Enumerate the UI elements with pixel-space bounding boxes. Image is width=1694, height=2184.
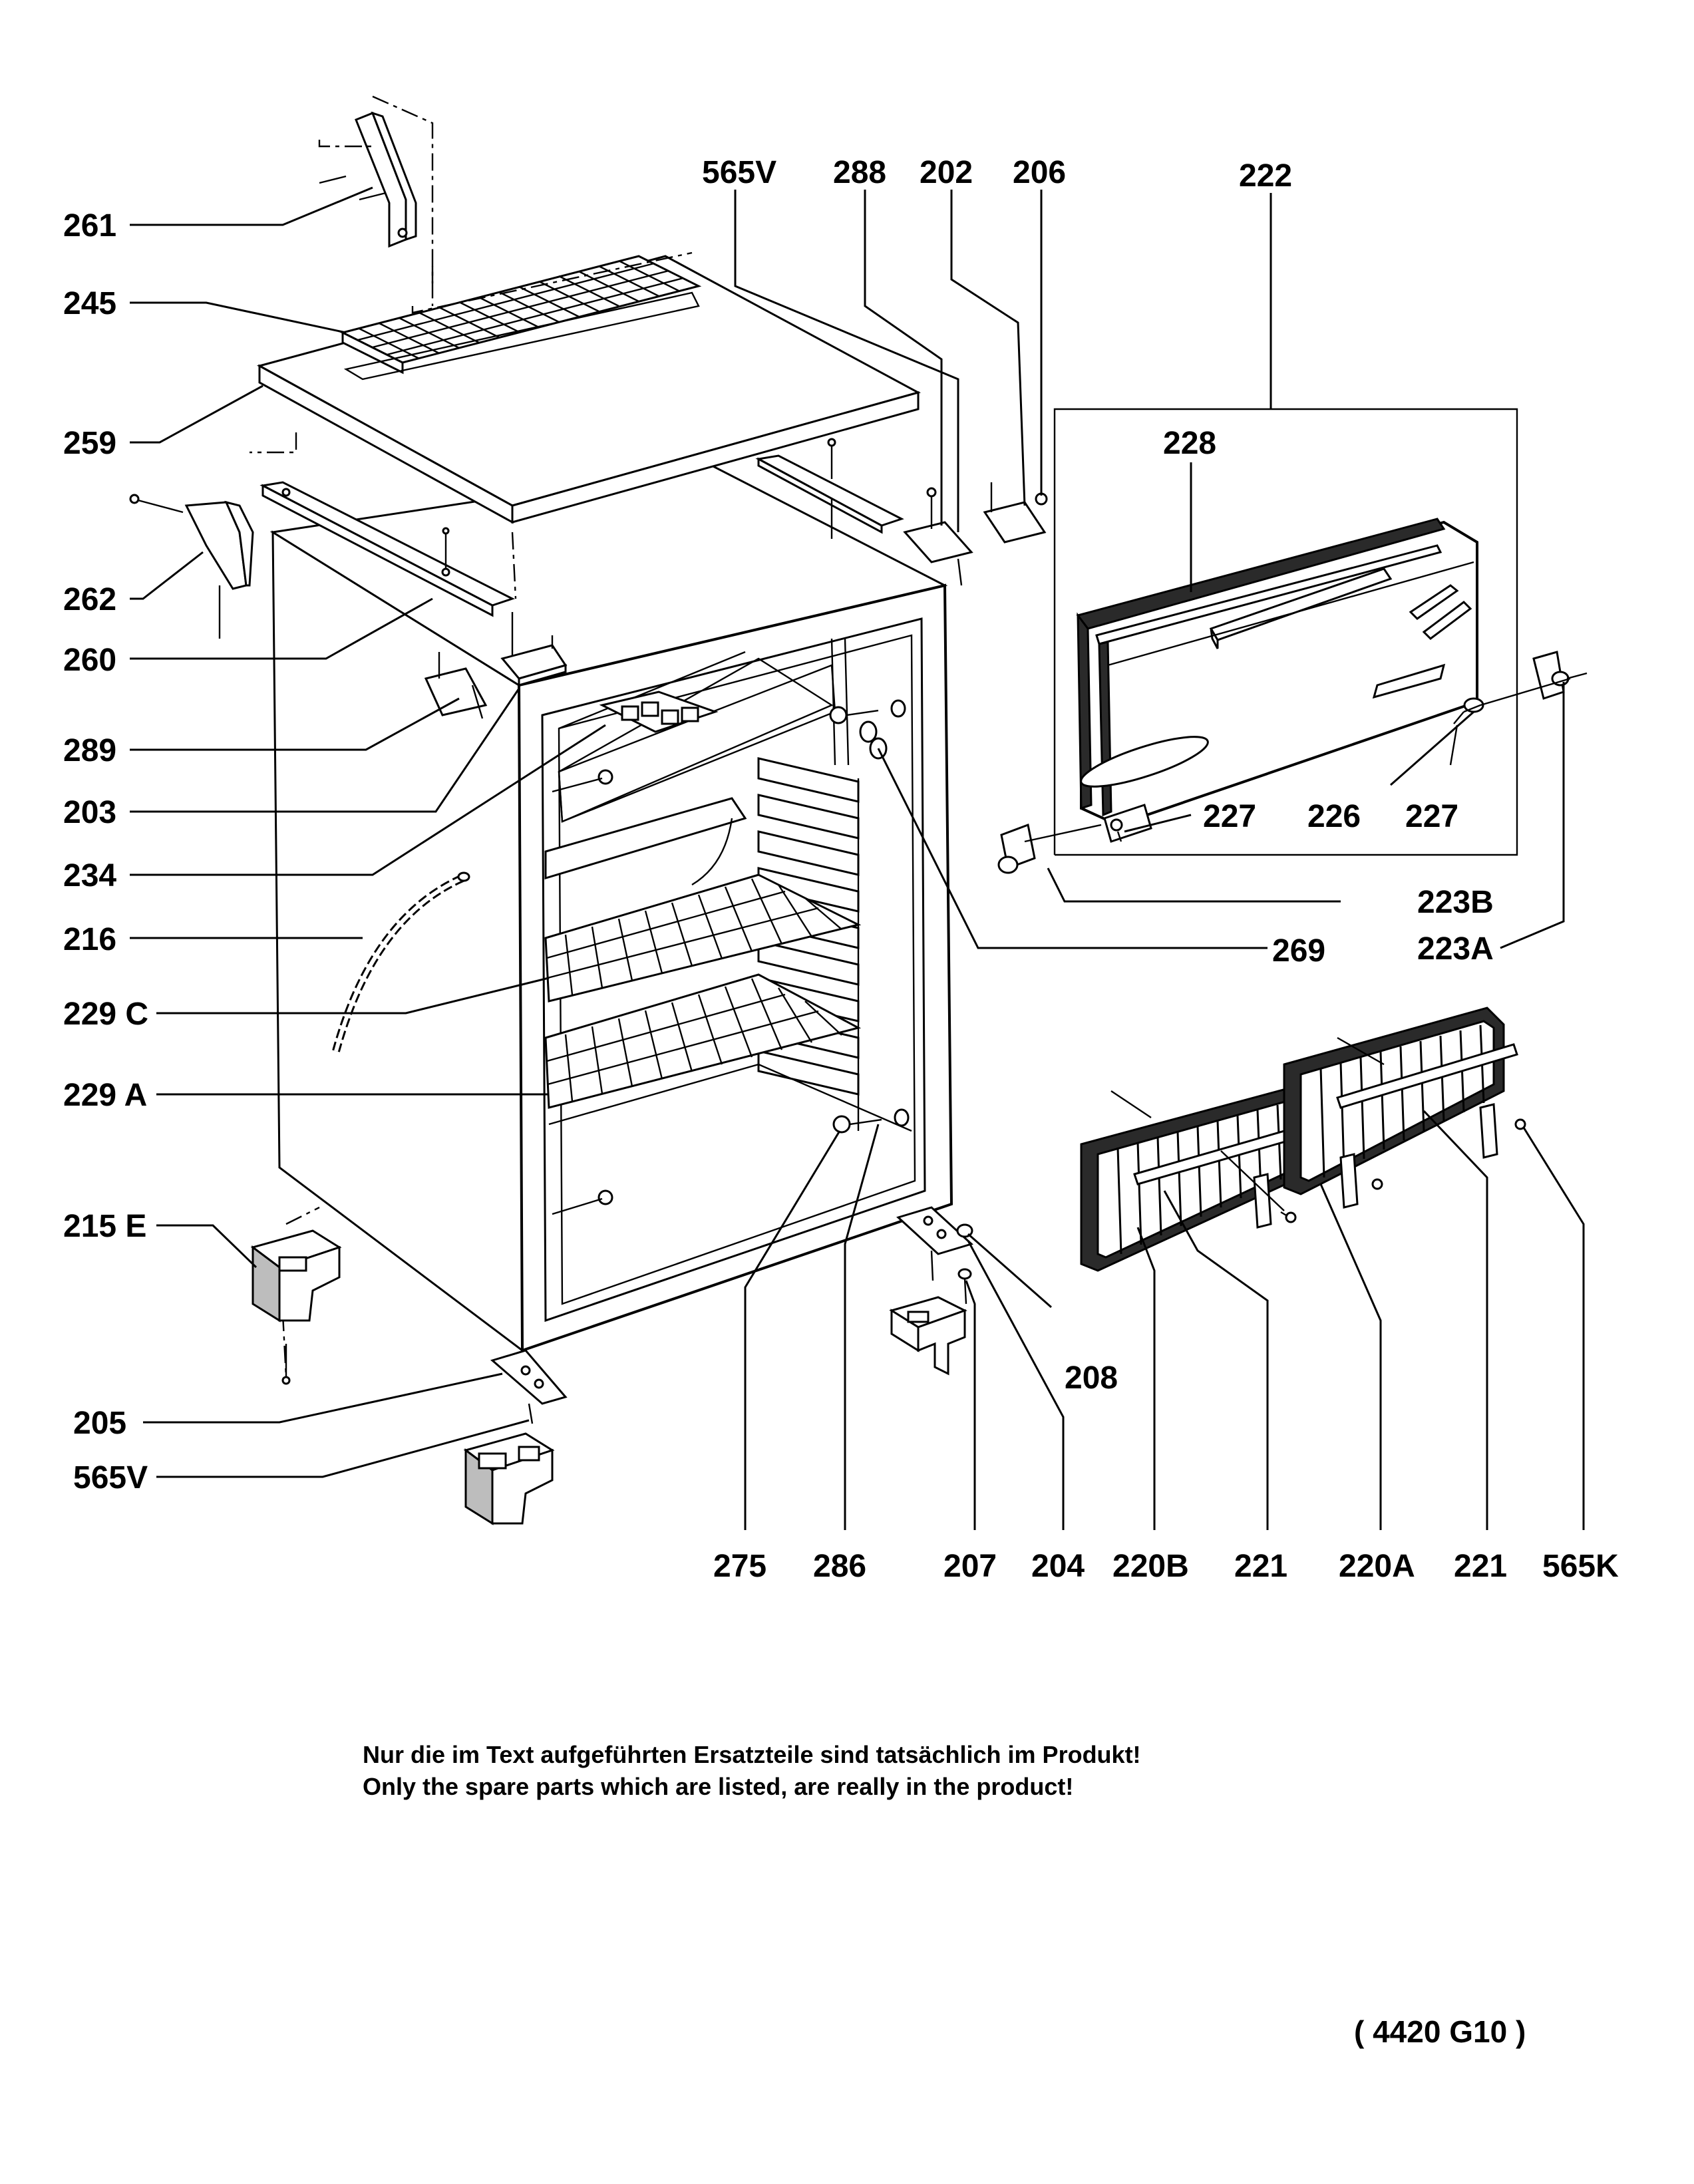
callout-228: 228 xyxy=(1163,426,1216,461)
callout-222: 222 xyxy=(1239,158,1292,194)
callout-288: 288 xyxy=(833,155,886,190)
foot-right xyxy=(889,1296,967,1376)
callout-226: 226 xyxy=(1307,799,1361,834)
wire-shelf-229a xyxy=(544,973,862,1109)
ventilation-grille xyxy=(339,255,702,381)
bottom-hinge-205 xyxy=(490,1349,568,1424)
vent-grille-220a xyxy=(1283,1007,1518,1209)
callout-565v-bottom: 565V xyxy=(73,1460,148,1495)
callout-262: 262 xyxy=(63,582,116,617)
callout-206: 206 xyxy=(1013,155,1066,190)
foot-215e xyxy=(250,1229,342,1385)
foot-565v xyxy=(463,1432,555,1525)
callout-269: 269 xyxy=(1272,933,1325,969)
callout-275: 275 xyxy=(713,1549,766,1584)
callout-208: 208 xyxy=(1065,1360,1118,1396)
top-hinge-203 xyxy=(500,612,568,687)
callout-565k: 565K xyxy=(1542,1549,1619,1584)
strip-right xyxy=(755,438,904,539)
worktop xyxy=(257,255,921,524)
callout-204: 204 xyxy=(1031,1549,1085,1584)
callout-227-left: 227 xyxy=(1203,799,1256,834)
strip-260 xyxy=(259,481,515,617)
callout-207: 207 xyxy=(943,1549,997,1584)
drain-hose xyxy=(332,871,470,1052)
note-english: Only the spare parts which are listed, a… xyxy=(363,1773,1073,1800)
callout-223a: 223A xyxy=(1417,931,1494,967)
callout-labels: 261 245 259 262 260 289 203 234 216 229 … xyxy=(63,155,1619,1584)
bracket-262 xyxy=(129,494,254,639)
callout-229a: 229 A xyxy=(63,1078,147,1113)
callout-565v-top: 565V xyxy=(702,155,776,190)
ice-tray xyxy=(599,691,719,733)
callout-234: 234 xyxy=(63,858,116,893)
drawing-code: ( 4420 G10 ) xyxy=(1354,2014,1526,2049)
hinge-plate-289 xyxy=(424,652,488,719)
callout-221-right: 221 xyxy=(1454,1549,1507,1584)
callout-227-right: 227 xyxy=(1405,799,1458,834)
callout-223b: 223B xyxy=(1417,885,1494,920)
callout-261: 261 xyxy=(63,208,116,243)
callout-202: 202 xyxy=(920,155,973,190)
bottom-hinge-right xyxy=(896,1206,973,1305)
callout-259: 259 xyxy=(63,426,116,461)
door-assembly xyxy=(997,408,1588,874)
callout-220b: 220B xyxy=(1112,1549,1189,1584)
callout-220a: 220A xyxy=(1339,1549,1415,1584)
bracket-261 xyxy=(319,111,417,248)
leader-lines xyxy=(130,186,1585,1530)
callout-205: 205 xyxy=(73,1406,126,1441)
note-german: Nur die im Text aufgeführten Ersatzteile… xyxy=(363,1741,1141,1768)
callout-289: 289 xyxy=(63,733,116,768)
callout-216: 216 xyxy=(63,922,116,957)
wire-shelf-229c xyxy=(544,873,862,1003)
callout-245: 245 xyxy=(63,286,116,321)
cabinet-body xyxy=(269,464,953,1353)
top-hinge-right xyxy=(903,479,1048,586)
callout-203: 203 xyxy=(63,795,116,830)
vent-grille-220b xyxy=(1080,1086,1312,1272)
callout-286: 286 xyxy=(813,1549,866,1584)
callout-215e: 215 E xyxy=(63,1209,146,1244)
callout-221-left: 221 xyxy=(1234,1549,1287,1584)
callout-260: 260 xyxy=(63,643,116,678)
callout-229c: 229 C xyxy=(63,997,148,1032)
